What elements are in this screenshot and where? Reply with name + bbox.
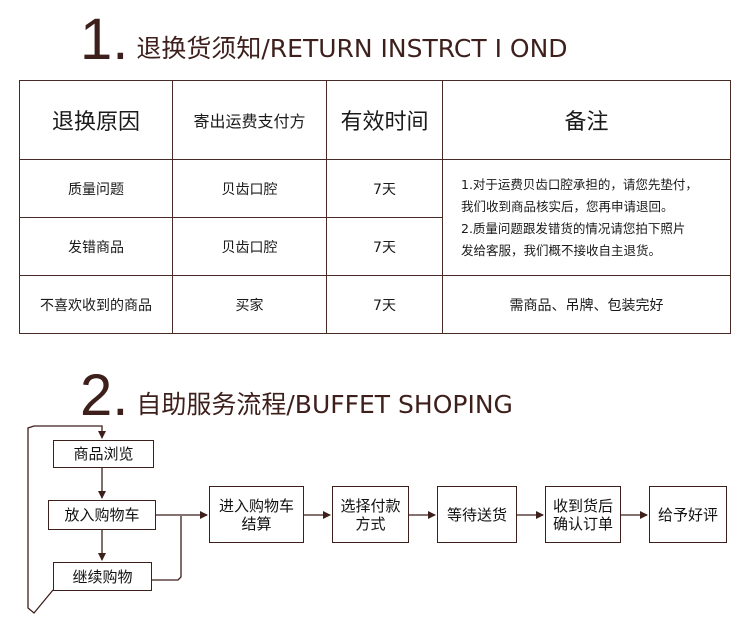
cell-time: 7天 [326, 275, 443, 334]
note-line: 1.对于运费贝齿口腔承担的，请您先垫付， [461, 176, 698, 192]
flow-step-label: 方式 [355, 514, 386, 533]
cell-reason: 质量问题 [19, 159, 173, 218]
note-line: 我们收到商品核实后，您再申请退回。 [461, 198, 674, 214]
flow-step-label: 等待送货 [446, 505, 507, 524]
section-1-title: 1. 退换货须知/RETURN INSTRCT I OND [80, 7, 568, 72]
flow-step-continue-shopping: 继续购物 [53, 562, 152, 591]
cell-reason: 发错商品 [19, 217, 173, 276]
table-row: 不喜欢收到的商品 买家 7天 需商品、吊牌、包装完好 [19, 275, 731, 334]
section-2-title: 2. 自助服务流程/BUFFET SHOPING [80, 363, 513, 428]
loop-line [27, 425, 106, 614]
flow-step-confirm: 收到货后 确认订单 [545, 486, 621, 543]
flow-step-checkout: 进入购物车 结算 [209, 486, 304, 543]
cell-time: 7天 [326, 217, 443, 276]
table-header-row: 退换原因 寄出运费支付方 有效时间 备注 [19, 80, 731, 160]
flow-step-label: 继续购物 [72, 567, 133, 586]
flow-step-label: 商品浏览 [73, 445, 134, 463]
flow-step-delivery: 等待送货 [437, 486, 517, 543]
cell-note: 1.对于运费贝齿口腔承担的，请您先垫付， 我们收到商品核实后，您再申请退回。 2… [442, 159, 731, 276]
note-line: 发给客服，我们概不接收自主退货。 [461, 242, 662, 258]
section-2-text: 自助服务流程/BUFFET SHOPING [136, 390, 513, 419]
cell-note: 需商品、吊牌、包装完好 [442, 275, 731, 334]
header-reason: 退换原因 [19, 80, 173, 160]
flow-step-label: 确认订单 [552, 514, 613, 533]
flow-step-label: 给予好评 [657, 505, 718, 524]
flow-step-label: 选择付款 [340, 496, 401, 515]
header-note: 备注 [442, 80, 731, 160]
flow-step-label: 结算 [241, 514, 272, 533]
section-2-number: 2. [80, 363, 129, 428]
section-1-number: 1. [80, 7, 129, 72]
flow-step-label: 放入购物车 [64, 506, 140, 524]
cell-reason: 不喜欢收到的商品 [19, 275, 173, 334]
flow-step-label: 进入购物车 [218, 496, 294, 515]
flow-step-add-cart: 放入购物车 [48, 500, 156, 530]
bracket-line [152, 516, 182, 581]
table-row: 质量问题 贝齿口腔 7天 1.对于运费贝齿口腔承担的，请您先垫付， 我们收到商品… [19, 159, 731, 276]
table-row: 发错商品 贝齿口腔 7天 [19, 217, 731, 276]
note-line: 2.质量问题跟发错货的情况请您拍下照片 [461, 220, 686, 236]
header-time: 有效时间 [326, 80, 443, 160]
flow-step-review: 给予好评 [649, 486, 727, 543]
return-policy-table: 退换原因 寄出运费支付方 有效时间 备注 质量问题 贝齿口腔 7天 1.对于运费… [19, 80, 731, 334]
cell-payer: 贝齿口腔 [172, 217, 327, 276]
section-1-text: 退换货须知/RETURN INSTRCT I OND [136, 34, 568, 63]
flow-step-browse: 商品浏览 [53, 440, 154, 468]
flow-step-payment: 选择付款 方式 [332, 486, 409, 543]
flow-step-label: 收到货后 [552, 496, 613, 515]
